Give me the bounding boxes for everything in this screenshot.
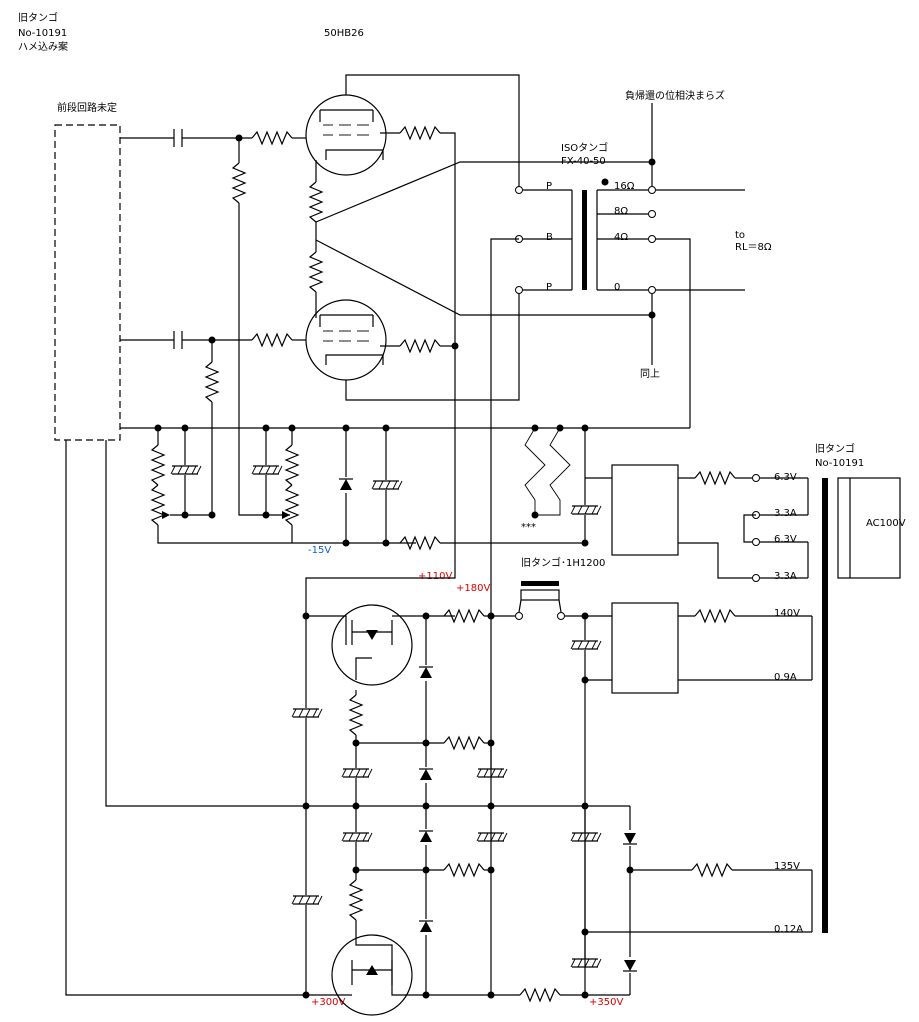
title-line-2: No-10191	[18, 28, 67, 39]
opt-tap-p1: P	[546, 181, 552, 192]
front-stage-label: 前段回路未定	[57, 101, 117, 114]
voltage-300: +300V	[311, 997, 345, 1008]
upper-regulator-mosfet	[331, 604, 413, 686]
pt-winding-5: 140V	[774, 608, 800, 619]
opt-tap-0: 0	[614, 282, 620, 293]
feedback-note: 負帰還の位相決まらズ	[625, 89, 725, 102]
front-stage-box	[54, 124, 121, 441]
pt-winding-2: 3.3A	[774, 508, 797, 519]
pt-winding-4: 3.3A	[774, 571, 797, 582]
load-line-2: RL＝8Ω	[735, 242, 772, 253]
pt-winding-8: 0.12A	[774, 924, 803, 935]
opt-tap-16: 16Ω	[614, 181, 635, 192]
pt-name: 旧タンゴ	[815, 442, 855, 455]
same-note: 同上	[640, 368, 660, 380]
pt-winding-7: 135V	[774, 861, 800, 872]
pt-winding-6: 0.9A	[774, 672, 797, 683]
load-line-1: to	[735, 230, 745, 241]
lower-regulator-mosfet	[331, 934, 413, 1016]
power-transformer	[811, 477, 901, 933]
tube-type-label: 50HB26	[324, 28, 364, 39]
title-line-1: 旧タンゴ	[18, 11, 58, 24]
pt-primary: AC100V	[866, 518, 906, 529]
output-transformer	[523, 178, 648, 291]
pt-model: No-10191	[815, 458, 864, 469]
opt-tap-p2: P	[546, 282, 552, 293]
voltage-neg15: -15V	[308, 545, 331, 556]
upper-output-tube	[305, 94, 387, 176]
pt-winding-3: 6.3V	[774, 534, 797, 545]
title-line-3: ハメ込み案	[18, 40, 68, 53]
lower-output-tube	[305, 299, 387, 381]
opt-tap-4: 4Ω	[614, 232, 628, 243]
opt-tap-b: B	[546, 232, 553, 243]
opt-name: ISOタンゴ	[561, 141, 608, 154]
heater-pot-mark: ***	[521, 522, 536, 533]
voltage-180: +180V	[456, 583, 490, 594]
voltage-110: +110V	[418, 571, 452, 582]
voltage-350: +350V	[589, 997, 623, 1008]
opt-tap-8: 8Ω	[614, 206, 628, 217]
choke-label: 旧タンゴ･1H1200	[521, 556, 605, 569]
